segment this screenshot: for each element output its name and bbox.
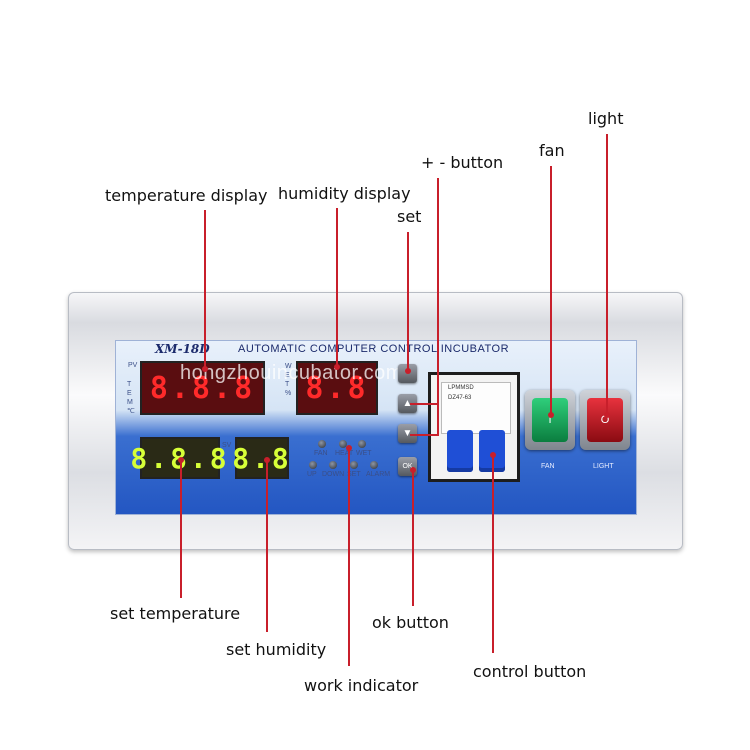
leader-humidity-display	[336, 208, 338, 368]
label-set: set	[397, 207, 422, 226]
label-light: light	[588, 109, 624, 128]
leader-temperature-display	[204, 210, 206, 370]
led-heat	[339, 440, 347, 448]
light-switch[interactable]: O	[587, 398, 623, 442]
leader-plus-minus-up	[410, 403, 438, 405]
breaker-brand: LPMMSD	[448, 385, 474, 391]
led-label-alarm: ALARM	[366, 471, 391, 478]
temp-side-label: TEM ℃	[127, 381, 135, 415]
humidity-side-label: WET %	[285, 363, 292, 397]
leader-set	[407, 232, 409, 372]
label-set-humidity: set humidity	[226, 640, 327, 659]
model-name: XM-18D	[155, 342, 210, 356]
fan-switch-mark: I	[548, 414, 552, 426]
pv-label: PV	[128, 362, 138, 369]
label-work-indicator: work indicator	[304, 676, 419, 695]
label-fan: fan	[539, 141, 565, 160]
label-plus-minus-button: + - button	[421, 153, 504, 172]
leader-dot-control-button	[490, 452, 496, 458]
led-label-up: UP	[307, 471, 317, 478]
led-wet	[358, 440, 366, 448]
leader-dot-work-indicator	[346, 445, 352, 451]
leader-dot-humidity-display	[334, 364, 340, 370]
leader-set-temperature	[180, 460, 182, 598]
leader-dot-fan	[548, 412, 554, 418]
led-down	[329, 461, 337, 469]
label-ok-button: ok button	[372, 613, 449, 632]
led-label-wet: WET	[356, 450, 372, 457]
light-switch-label: LIGHT	[593, 463, 614, 470]
leader-fan	[550, 166, 552, 416]
leader-dot-set-humidity	[264, 457, 270, 463]
fan-switch-label: FAN	[541, 463, 555, 470]
led-fan	[318, 440, 326, 448]
breaker-label-plate	[441, 382, 511, 434]
panel-title: AUTOMATIC COMPUTER CONTROL INCUBATOR	[238, 343, 510, 355]
humidity-display: 8.8	[296, 361, 378, 415]
leader-dot-light	[604, 412, 610, 418]
breaker-model: DZ47-63	[448, 395, 472, 401]
leader-dot-set	[405, 368, 411, 374]
watermark: hongzhouincubator.com	[180, 362, 403, 384]
led-alarm	[370, 461, 378, 469]
label-set-temperature: set temperature	[110, 604, 241, 623]
set-humidity-display: 8.8	[232, 437, 289, 479]
leader-light	[606, 134, 608, 416]
light-switch-mark: O	[600, 414, 610, 426]
leader-plus-minus-down	[410, 434, 438, 436]
leader-dot-ok-button	[410, 467, 416, 473]
arrow-down-icon: ▼	[402, 428, 413, 439]
breaker-toggle-left[interactable]	[447, 430, 473, 472]
led-up	[309, 461, 317, 469]
leader-dot-set-temperature	[178, 457, 184, 463]
leader-ok-button	[412, 470, 414, 606]
led-label-heat: HEAT	[335, 450, 354, 457]
sv-label: SV	[222, 442, 232, 449]
arrow-up-icon: ▲	[402, 398, 413, 409]
down-button[interactable]: ▼	[398, 424, 417, 443]
leader-work-indicator	[348, 448, 350, 666]
ok-button-text: OK	[402, 463, 413, 470]
led-label-fan: FAN	[314, 450, 328, 457]
led-label-set: SET	[347, 471, 361, 478]
label-temperature-display: temperature display	[105, 186, 268, 205]
leader-dot-temperature-display	[202, 366, 208, 372]
led-set	[350, 461, 358, 469]
leader-control-button	[492, 455, 494, 653]
led-label-down: DOWN	[322, 471, 345, 478]
leader-plus-minus	[437, 178, 439, 436]
label-control-button: control button	[473, 662, 587, 681]
up-button[interactable]: ▲	[398, 394, 417, 413]
label-humidity-display: humidity display	[278, 184, 411, 203]
leader-set-humidity	[266, 460, 268, 632]
